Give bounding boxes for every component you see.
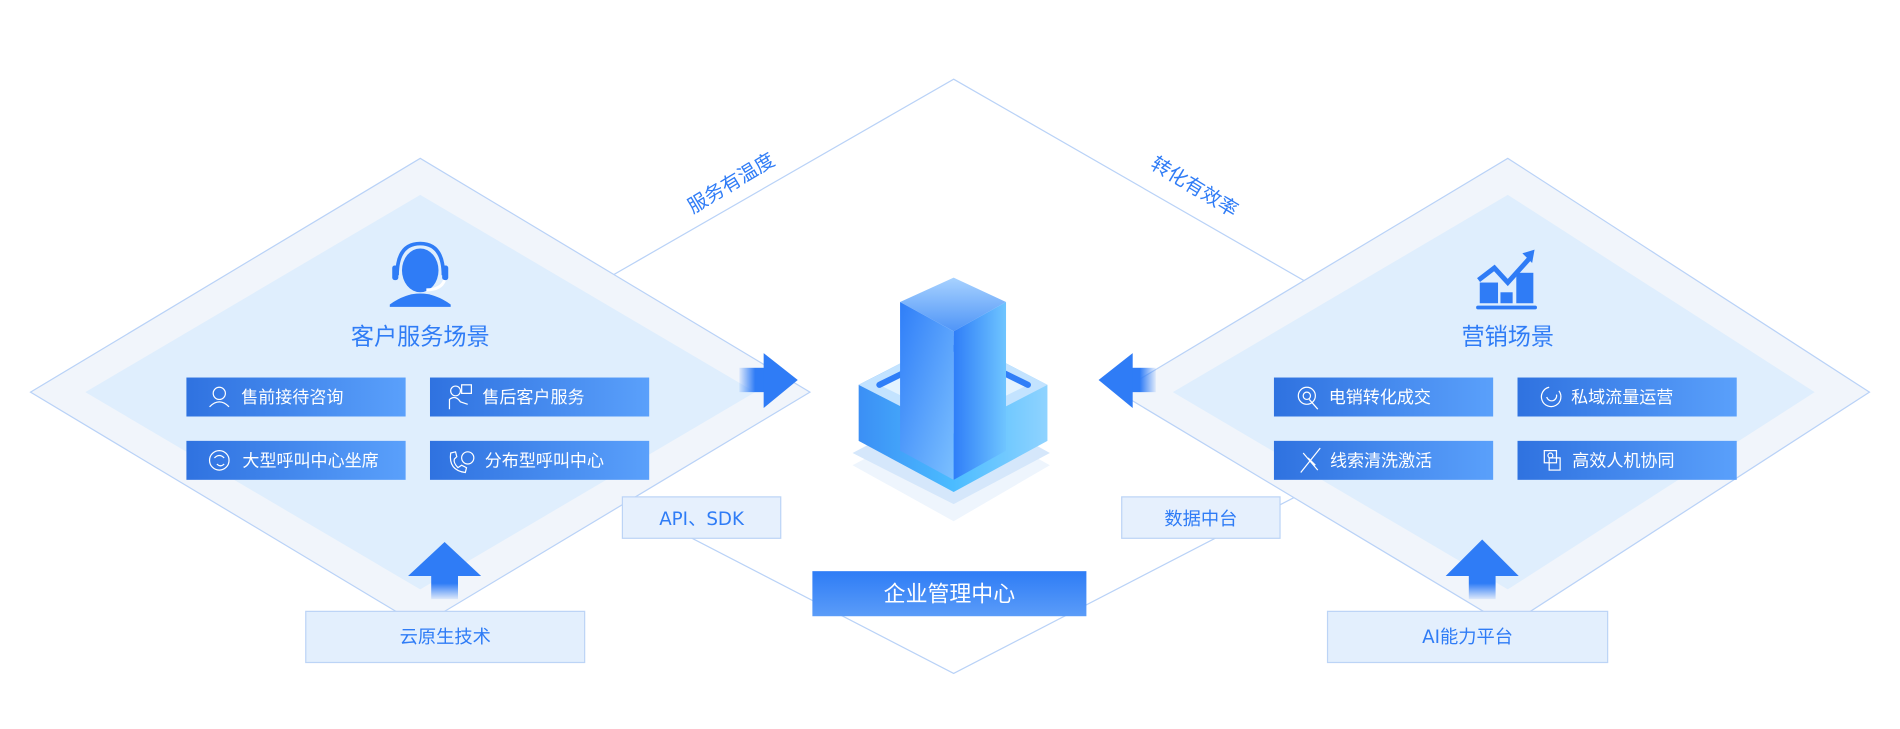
scenario-label: 大型呼叫中心坐席: [242, 451, 378, 471]
right-diamond-inner: [1172, 194, 1815, 590]
phone-icon: [449, 451, 475, 474]
slogan-conversion-efficiency: 转化有效率: [1147, 152, 1242, 222]
enterprise-cube-illustration: [852, 277, 1050, 522]
left-panel-title: 客户服务场景: [351, 325, 490, 351]
scenario-label: 线索清洗激活: [1330, 451, 1432, 471]
api-sdk-box: API、SDK: [621, 496, 782, 539]
arrow-left-icon: [1098, 353, 1156, 408]
agent-icon: [209, 386, 230, 408]
scenario-label: 售后客户服务: [482, 388, 584, 408]
scenario-button[interactable]: 大型呼叫中心坐席: [186, 440, 406, 480]
person-card-icon: [1543, 449, 1561, 471]
enterprise-management-center: 企业管理中心: [812, 571, 1087, 617]
data-platform-label: 数据中台: [1164, 509, 1237, 530]
cloud-native-label: 云原生技术: [400, 627, 491, 648]
target-click-icon: [1297, 386, 1319, 410]
ai-platform-box: AI能力平台: [1326, 610, 1609, 664]
scenario-button[interactable]: 售后客户服务: [429, 377, 650, 417]
data-platform-box: 数据中台: [1121, 496, 1281, 539]
scenario-label: 私域流量运营: [1571, 388, 1673, 408]
core-label: 企业管理中心: [884, 583, 1016, 608]
scenario-button[interactable]: 售前接待咨询: [186, 377, 406, 417]
scenario-label: 分布型呼叫中心: [485, 451, 604, 471]
headset-agent-icon: [389, 241, 451, 307]
arrow-up-icon: [1445, 539, 1519, 600]
scenario-button[interactable]: 电销转化成交: [1273, 377, 1494, 417]
right-panel-title: 营销场景: [1462, 325, 1555, 351]
arrow-up-icon: [408, 541, 482, 600]
cloud-native-box: 云原生技术: [305, 610, 586, 664]
refresh-circle-icon: [1540, 386, 1562, 408]
scenario-label: 高效人机协同: [1572, 451, 1674, 471]
satellite-icon: [1300, 447, 1321, 473]
scenario-button[interactable]: 私域流量运营: [1517, 377, 1737, 417]
left-diamond-inner: [85, 194, 756, 590]
ai-platform-label: AI能力平台: [1422, 627, 1513, 648]
scenario-button[interactable]: 线索清洗激活: [1273, 440, 1494, 480]
scenario-label: 电销转化成交: [1329, 388, 1431, 408]
arrow-right-icon: [739, 353, 798, 408]
api-sdk-label: API、SDK: [659, 509, 745, 530]
scenario-button[interactable]: 高效人机协同: [1517, 440, 1737, 480]
service-person-icon: [448, 384, 472, 410]
call-center-icon: [208, 449, 230, 471]
growth-chart-icon: [1476, 249, 1537, 310]
scenario-label: 售前接待咨询: [241, 388, 343, 408]
scenario-button[interactable]: 分布型呼叫中心: [429, 440, 650, 480]
